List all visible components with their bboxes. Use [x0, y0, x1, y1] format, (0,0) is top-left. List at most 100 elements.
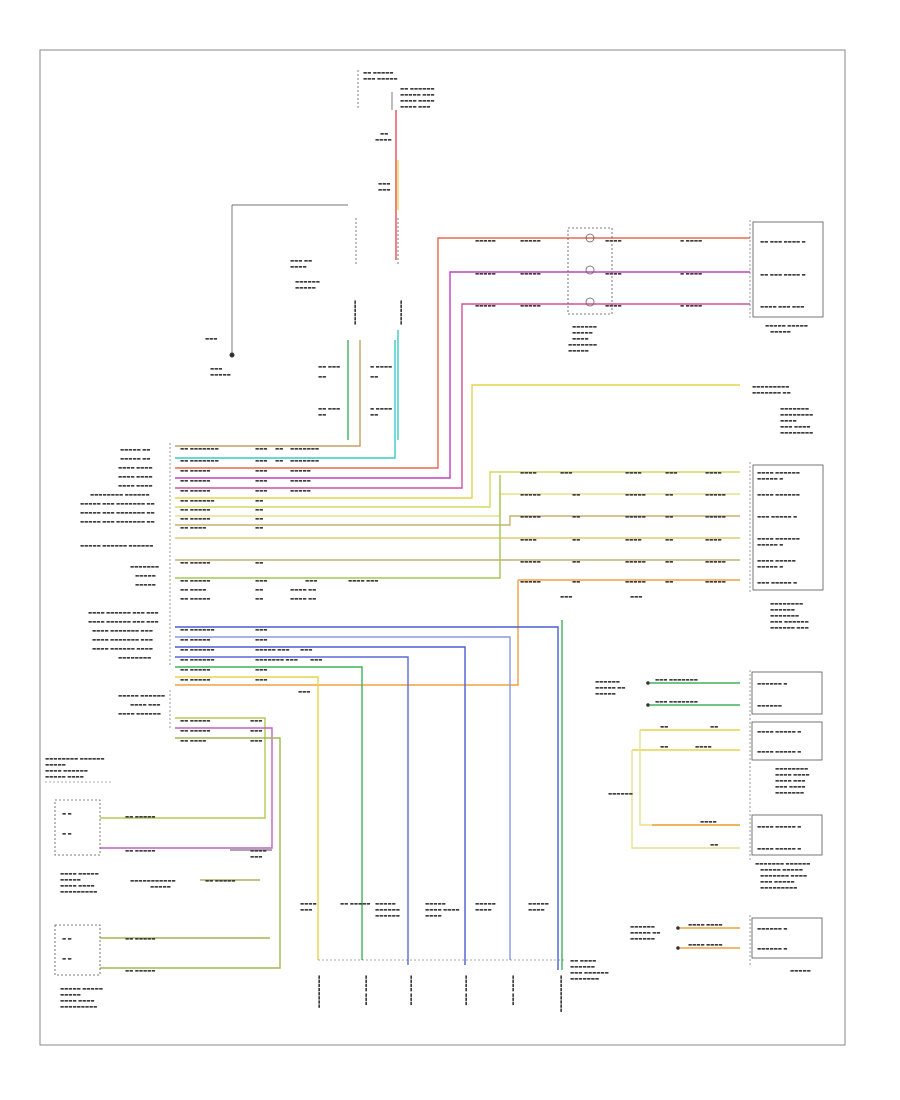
svg-text:▬ ▬: ▬ ▬ — [62, 812, 72, 817]
svg-text:▬▬: ▬▬ — [255, 588, 263, 593]
svg-text:▬▬▬▬▬: ▬▬▬▬▬ — [60, 993, 81, 998]
svg-text:▬▬▬▬▬▬: ▬▬▬▬▬▬ — [572, 325, 597, 330]
svg-text:▬▬▬▬▬ ▬▬▬: ▬▬▬▬▬ ▬▬▬ — [400, 93, 435, 98]
svg-text:▬▬▬▬▬▬: ▬▬▬▬▬▬ — [630, 925, 655, 930]
svg-text:▬▬: ▬▬ — [380, 132, 388, 137]
svg-text:▬▬▬ ▬▬▬▬▬▬▬: ▬▬▬ ▬▬▬▬▬▬▬ — [655, 700, 698, 705]
svg-text:▬▬▬▬▬▬▬ ▬▬▬▬▬▬: ▬▬▬▬▬▬▬ ▬▬▬▬▬▬ — [755, 862, 810, 867]
svg-text:▬▬ ▬▬▬▬▬: ▬▬ ▬▬▬▬▬ — [180, 517, 210, 522]
svg-text:▬▬▬▬▬: ▬▬▬▬▬ — [520, 580, 541, 585]
svg-text:▬▬▬▬ ▬▬: ▬▬▬▬ ▬▬ — [290, 588, 316, 593]
svg-text:▬▬ ▬▬▬▬▬: ▬▬ ▬▬▬▬▬ — [363, 71, 393, 76]
svg-text:▬▬: ▬▬ — [710, 725, 718, 730]
svg-text:▬▬▬▬▬▬▬: ▬▬▬▬▬▬▬ — [290, 447, 319, 452]
svg-text:▬▬: ▬▬ — [665, 493, 673, 498]
svg-text:▬▬▬: ▬▬▬ — [378, 182, 390, 187]
svg-text:▬▬▬▬▬▬▬: ▬▬▬▬▬▬▬ — [775, 791, 804, 796]
svg-text:▬▬▬ ▬▬▬▬: ▬▬▬ ▬▬▬▬ — [780, 425, 810, 430]
svg-text:▬▬▬▬▬ ▬▬▬ ▬▬▬▬▬▬▬ ▬▬: ▬▬▬▬▬ ▬▬▬ ▬▬▬▬▬▬▬ ▬▬ — [80, 520, 155, 525]
svg-text:▬▬▬▬ ▬▬▬▬▬▬: ▬▬▬▬ ▬▬▬▬▬▬ — [757, 471, 800, 476]
svg-text:▬▬▬▬: ▬▬▬▬ — [625, 471, 642, 476]
svg-text:▬▬▬▬ ▬▬▬▬▬▬▬ ▬▬▬: ▬▬▬▬ ▬▬▬▬▬▬▬ ▬▬▬ — [92, 629, 153, 634]
svg-text:▬▬▬: ▬▬▬ — [250, 739, 262, 744]
svg-text:▬▬▬▬ ▬▬▬▬▬ ▬: ▬▬▬▬ ▬▬▬▬▬ ▬ — [757, 825, 801, 830]
svg-text:▬▬▬▬▬▬▬: ▬▬▬▬▬▬▬ — [780, 407, 809, 412]
upper-labels: ▬▬ ▬▬▬▬▬ ▬▬▬ ▬▬▬▬▬ ▬▬ ▬▬▬▬▬▬ ▬▬▬▬▬ ▬▬▬ ▬… — [205, 71, 435, 378]
svg-text:▬▬▬: ▬▬▬ — [255, 489, 267, 494]
svg-text:▬▬▬▬ ▬▬▬▬: ▬▬▬▬ ▬▬▬▬ — [60, 999, 95, 1004]
svg-text:▬▬: ▬▬ — [318, 375, 326, 380]
svg-text:▬▬ ▬▬▬▬▬▬: ▬▬ ▬▬▬▬▬▬ — [180, 648, 215, 653]
svg-text:▬▬▬▬▬▬ ▬: ▬▬▬▬▬▬ ▬ — [757, 682, 787, 687]
svg-text:▬▬ ▬▬▬▬▬▬▬: ▬▬ ▬▬▬▬▬▬▬ — [180, 447, 219, 452]
svg-text:▬▬▬▬▬: ▬▬▬▬▬ — [375, 902, 396, 907]
svg-text:▬▬▬: ▬▬▬ — [305, 579, 317, 584]
bottom-module: ▬▬▬▬ ▬▬▬ ▬▬ ▬▬▬▬▬ ▬▬▬▬▬ ▬▬▬▬▬▬ ▬▬▬▬▬▬ ▬▬… — [300, 902, 609, 1012]
svg-text:▬▬▬ ▬▬▬▬: ▬▬▬ ▬▬▬▬ — [775, 785, 805, 790]
svg-text:▬▬▬▬▬▬▬▬▬: ▬▬▬▬▬▬▬▬▬ — [558, 975, 563, 1012]
svg-text:▬▬: ▬▬ — [665, 515, 673, 520]
svg-text:▬▬▬: ▬▬▬ — [205, 337, 217, 342]
svg-text:▬▬▬: ▬▬▬ — [250, 855, 262, 860]
svg-text:▬▬▬▬ ▬▬: ▬▬▬▬ ▬▬ — [290, 597, 316, 602]
svg-text:▬▬▬▬▬ ▬: ▬▬▬▬▬ ▬ — [757, 543, 783, 548]
svg-text:▬▬▬▬▬▬: ▬▬▬▬▬▬ — [375, 908, 400, 913]
svg-text:▬▬▬▬▬▬▬▬▬▬▬: ▬▬▬▬▬▬▬▬▬▬▬ — [130, 879, 176, 884]
svg-text:▬▬▬: ▬▬▬ — [255, 638, 267, 643]
svg-text:▬▬▬▬ ▬▬▬▬▬▬: ▬▬▬▬ ▬▬▬▬▬▬ — [757, 493, 800, 498]
svg-text:▬▬▬: ▬▬▬ — [250, 719, 262, 724]
svg-text:▬▬▬: ▬▬▬ — [255, 628, 267, 633]
svg-text:▬▬▬▬▬: ▬▬▬▬▬ — [625, 515, 646, 520]
svg-text:▬▬▬▬ ▬▬▬ ▬▬▬: ▬▬▬▬ ▬▬▬ ▬▬▬ — [760, 305, 804, 310]
svg-text:▬▬▬▬: ▬▬▬▬ — [780, 419, 797, 424]
svg-text:▬▬▬▬▬: ▬▬▬▬▬ — [45, 763, 66, 768]
svg-text:▬▬▬▬▬▬▬▬ ▬▬▬▬▬▬: ▬▬▬▬▬▬▬▬ ▬▬▬▬▬▬ — [45, 757, 104, 762]
svg-text:▬▬▬▬ ▬▬▬: ▬▬▬▬ ▬▬▬ — [510, 975, 515, 1005]
svg-text:▬▬ ▬▬▬▬▬: ▬▬ ▬▬▬▬▬ — [180, 469, 210, 474]
svg-text:▬▬▬▬: ▬▬▬▬ — [290, 265, 307, 270]
svg-text:▬▬▬: ▬▬▬ — [255, 579, 267, 584]
svg-text:▬▬ ▬▬▬▬▬: ▬▬ ▬▬▬▬▬ — [180, 579, 210, 584]
svg-text:▬▬▬ ▬▬▬▬▬▬: ▬▬▬ ▬▬▬▬▬▬ — [570, 971, 609, 976]
svg-text:▬▬▬▬: ▬▬▬▬ — [520, 471, 537, 476]
svg-text:▬▬▬▬: ▬▬▬▬ — [300, 902, 317, 907]
svg-text:▬▬: ▬▬ — [660, 725, 668, 730]
svg-text:▬▬ ▬▬▬▬▬: ▬▬ ▬▬▬▬▬ — [125, 937, 155, 942]
svg-text:▬▬▬▬▬ ▬▬: ▬▬▬▬▬ ▬▬ — [630, 931, 660, 936]
svg-text:▬▬▬▬▬▬▬▬: ▬▬▬▬▬▬▬▬ — [780, 413, 813, 418]
svg-text:▬▬▬▬▬▬▬▬: ▬▬▬▬▬▬▬▬ — [780, 431, 813, 436]
svg-text:▬▬▬▬▬▬▬ ▬▬▬: ▬▬▬▬▬▬▬ ▬▬▬ — [255, 658, 298, 663]
svg-text:▬▬▬: ▬▬▬ — [255, 447, 267, 452]
svg-text:▬▬▬▬▬▬▬▬▬: ▬▬▬▬▬▬▬▬▬ — [760, 886, 797, 891]
svg-text:▬▬▬▬▬: ▬▬▬▬▬ — [568, 349, 589, 354]
svg-text:▬▬▬▬▬: ▬▬▬▬▬ — [625, 580, 646, 585]
svg-text:▬▬▬▬▬▬: ▬▬▬▬▬▬ — [295, 280, 320, 285]
svg-text:▬▬: ▬▬ — [370, 375, 378, 380]
svg-text:▬▬▬: ▬▬▬ — [210, 367, 222, 372]
svg-text:▬▬ ▬▬▬▬▬: ▬▬ ▬▬▬▬▬ — [180, 489, 210, 494]
svg-text:▬ ▬: ▬ ▬ — [62, 957, 72, 962]
svg-text:▬▬▬▬▬▬: ▬▬▬▬▬▬ — [352, 300, 357, 325]
svg-text:▬▬▬▬ ▬▬▬▬▬▬: ▬▬▬▬ ▬▬▬▬▬▬ — [757, 537, 800, 542]
svg-text:▬▬▬: ▬▬▬ — [255, 678, 267, 683]
svg-text:▬▬▬▬ ▬▬▬▬: ▬▬▬▬ ▬▬▬▬ — [425, 908, 460, 913]
svg-text:▬▬▬▬▬▬▬▬: ▬▬▬▬▬▬▬▬ — [770, 602, 803, 607]
svg-text:▬▬ ▬▬▬▬▬: ▬▬ ▬▬▬▬▬ — [180, 668, 210, 673]
svg-text:▬▬▬▬▬: ▬▬▬▬▬ — [210, 373, 231, 378]
diagram-frame — [39, 49, 846, 1046]
svg-text:▬▬▬▬▬▬▬: ▬▬▬▬▬▬▬ — [568, 343, 597, 348]
svg-text:▬▬▬▬ ▬▬▬▬▬: ▬▬▬▬ ▬▬▬▬▬ — [757, 559, 796, 564]
svg-text:▬▬▬▬▬ ▬▬▬▬▬: ▬▬▬▬▬ ▬▬▬▬▬ — [760, 868, 803, 873]
svg-text:▬▬▬▬▬▬: ▬▬▬▬▬▬ — [398, 300, 403, 325]
svg-text:▬▬: ▬▬ — [255, 526, 263, 531]
svg-text:▬▬▬: ▬▬▬ — [255, 479, 267, 484]
svg-text:▬▬: ▬▬ — [710, 843, 718, 848]
svg-text:▬▬▬▬▬ ▬▬▬ ▬▬▬▬▬▬▬ ▬▬: ▬▬▬▬▬ ▬▬▬ ▬▬▬▬▬▬▬ ▬▬ — [80, 502, 155, 507]
svg-text:▬▬ ▬▬▬: ▬▬ ▬▬▬ — [318, 365, 340, 370]
svg-text:▬▬▬▬▬▬▬: ▬▬▬▬▬▬▬ — [570, 977, 599, 982]
svg-text:▬▬▬▬ ▬▬▬▬▬ ▬: ▬▬▬▬ ▬▬▬▬▬ ▬ — [757, 750, 801, 755]
svg-text:▬▬▬▬ ▬▬▬▬▬: ▬▬▬▬ ▬▬▬▬▬ — [60, 872, 99, 877]
svg-text:▬▬ ▬▬▬▬▬▬: ▬▬ ▬▬▬▬▬▬ — [400, 87, 435, 92]
svg-text:▬▬▬▬▬▬▬▬ ▬▬▬▬▬▬: ▬▬▬▬▬▬▬▬ ▬▬▬▬▬▬ — [90, 493, 149, 498]
svg-text:▬▬▬▬▬▬▬▬▬: ▬▬▬▬▬▬▬▬▬ — [752, 385, 789, 390]
